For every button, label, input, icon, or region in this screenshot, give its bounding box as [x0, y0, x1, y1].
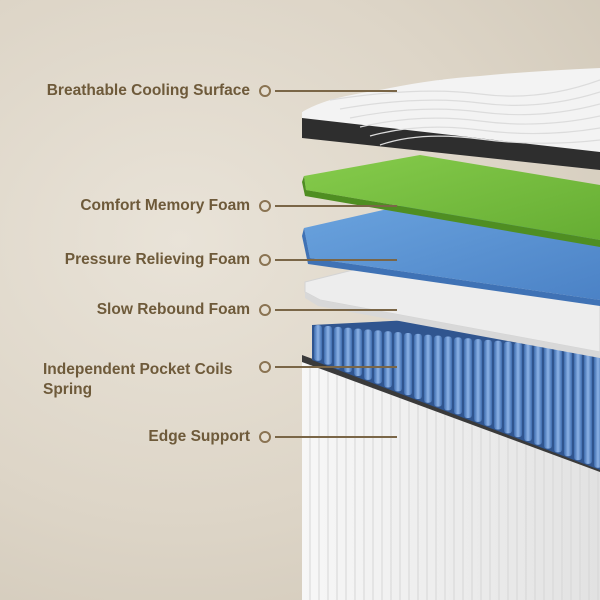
pocket-coil — [374, 330, 382, 384]
quilt-wave — [359, 115, 600, 128]
pocket-coil — [584, 348, 592, 464]
pocket-coil — [474, 339, 482, 422]
label-edge-support: Edge Support — [148, 428, 250, 445]
quilt-wave — [339, 91, 600, 110]
comfort-memory-foam-layer — [302, 155, 600, 247]
pocket-coil — [414, 333, 422, 399]
pocket-coil — [554, 346, 562, 453]
label-independent-pocket-coils-spring: Independent Pocket Coils Spring — [43, 360, 232, 400]
pocket-coil — [444, 336, 452, 411]
pocket-coil — [344, 327, 352, 373]
pocket-coil — [384, 331, 392, 388]
quilt-wave — [329, 79, 600, 101]
pocket-coil — [394, 332, 402, 392]
leader-line-rebound — [275, 309, 397, 311]
pocket-coil — [524, 343, 532, 441]
label-line-2: Spring — [43, 381, 93, 398]
marker-dot-memory — [259, 200, 271, 212]
label-pressure-relieving-foam: Pressure Relieving Foam — [64, 251, 250, 268]
label-breathable-cooling-surface: Breathable Cooling Surface — [46, 82, 250, 99]
pocket-coil — [544, 345, 552, 449]
pocket-coil — [334, 326, 342, 369]
leader-line-memory — [275, 205, 397, 207]
pocket-coil — [484, 339, 492, 426]
pocket-coil — [314, 325, 322, 361]
pocket-coil — [404, 332, 412, 396]
cooling-surface-layer — [302, 68, 600, 170]
quilt-wave — [349, 103, 600, 119]
pocket-coil — [494, 340, 502, 430]
pocket-coil — [514, 342, 522, 438]
pocket-coil — [564, 346, 572, 457]
quilt-wave — [379, 135, 600, 146]
marker-dot-coils — [259, 361, 271, 373]
marker-dot-cooling — [259, 85, 271, 97]
leader-line-cooling — [275, 90, 397, 92]
marker-dot-pressure — [259, 254, 271, 266]
quilt-wave — [369, 126, 600, 137]
pocket-coil — [574, 347, 582, 461]
label-comfort-memory-foam: Comfort Memory Foam — [80, 197, 250, 214]
pocket-coil — [424, 334, 432, 403]
label-line-1: Independent Pocket Coils — [43, 361, 233, 378]
pocket-coil — [534, 344, 542, 445]
leader-line-edge — [275, 436, 397, 438]
pocket-coil — [464, 338, 472, 419]
pocket-coil — [324, 326, 332, 365]
pocket-coil — [354, 328, 362, 377]
marker-dot-edge — [259, 431, 271, 443]
pocket-coils-layer — [312, 318, 600, 470]
pocket-coil — [434, 335, 442, 407]
pocket-coil — [504, 341, 512, 434]
label-slow-rebound-foam: Slow Rebound Foam — [96, 301, 250, 318]
marker-dot-rebound — [259, 304, 271, 316]
pocket-coil — [454, 337, 462, 415]
leader-line-coils — [275, 366, 397, 368]
pocket-coil — [594, 349, 600, 468]
leader-line-pressure — [275, 259, 397, 261]
pocket-coil — [364, 329, 372, 380]
